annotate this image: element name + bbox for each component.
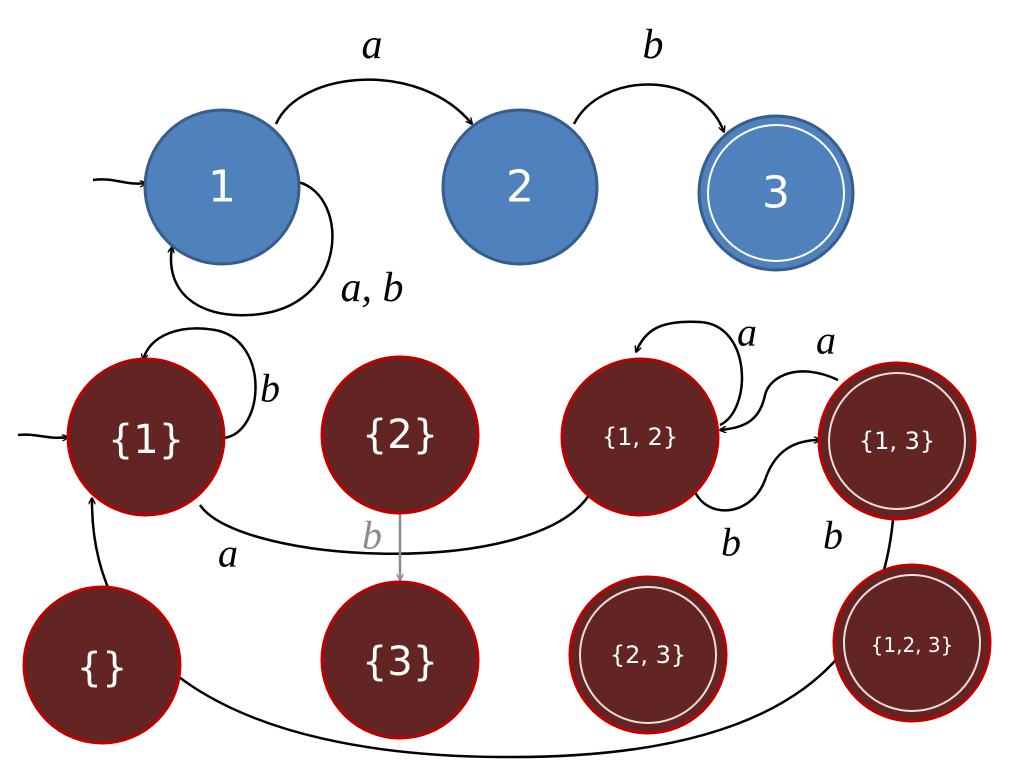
nfa-start-arrow: [92, 178, 146, 183]
dfa-state-s13-label: {1, 3}: [859, 427, 935, 455]
dfa-state-s12-label: {1, 2}: [602, 423, 678, 451]
nfa-state-3-accept-ring: [707, 124, 845, 262]
dfa-edge-s1-s1-label: b: [260, 366, 280, 411]
dfa-edge-s12-s13: [690, 440, 820, 512]
dfa-state-s123: [832, 563, 992, 723]
dfa-edge-s1-s12-label: a: [218, 531, 238, 576]
nfa-state-3-label: 3: [762, 168, 790, 219]
dfa-edge-s12-s12: [636, 320, 744, 427]
nfa-state-2: [441, 108, 599, 266]
dfa-state-s123-accept-ring: [843, 574, 981, 712]
dfa-start-arrow: [17, 433, 68, 438]
dfa-state-s2-label: {2}: [362, 412, 438, 458]
dfa-state-s123-label: {1,2, 3}: [871, 633, 954, 657]
dfa-state-s2: [320, 355, 480, 515]
dfa-edge-s2-s3-label: b: [362, 513, 382, 558]
dfa-edge-s12-s12-label: a: [737, 310, 757, 355]
dfa-edge-s13-s1: [92, 498, 895, 759]
dfa-edge-s13-s1-label: b: [823, 513, 843, 558]
nfa-edge-2-3-label: b: [643, 22, 664, 68]
dfa-edge-s1-s12: [198, 490, 594, 555]
nfa-state-1-label: 1: [208, 162, 236, 213]
dfa-state-s1: [66, 357, 226, 517]
nfa-edge-1-2-label: a: [362, 22, 383, 68]
dfa-state-s13-accept-ring: [828, 372, 966, 510]
dfa-state-s1-label: {1}: [108, 417, 184, 463]
nfa-edge-1-1: [171, 180, 334, 317]
dfa-state-s3-label: {3}: [362, 639, 438, 685]
nfa-edge-1-2: [274, 78, 472, 124]
nfa-edge-2-3: [572, 83, 724, 132]
dfa-edge-s13-s12-label: a: [816, 318, 836, 363]
dfa-edge-s12-s13-label: b: [721, 520, 741, 565]
nfa: 1 2 3 a b a, b: [92, 22, 855, 317]
dfa-state-empty: [22, 585, 182, 745]
nfa-state-1: [143, 108, 301, 266]
dfa-state-s23-accept-ring: [579, 586, 717, 724]
dfa-state-s3: [320, 580, 480, 740]
nfa-state-3: [697, 114, 855, 272]
dfa-state-s23: [568, 575, 728, 735]
nfa-edge-1-1-label: a, b: [341, 265, 404, 311]
nfa-state-2-label: 2: [506, 162, 534, 213]
dfa-edge-s13-s12: [720, 370, 839, 430]
dfa-state-empty-label: {}: [77, 645, 128, 691]
dfa-state-s13: [817, 361, 977, 521]
dfa: {1} {2} {1, 2} {1, 3} {} {3} {2, 3} {1,2…: [17, 310, 992, 759]
dfa-state-s23-label: {2, 3}: [610, 641, 686, 669]
dfa-state-s12: [560, 357, 720, 517]
dfa-edge-s1-s1: [143, 327, 257, 440]
